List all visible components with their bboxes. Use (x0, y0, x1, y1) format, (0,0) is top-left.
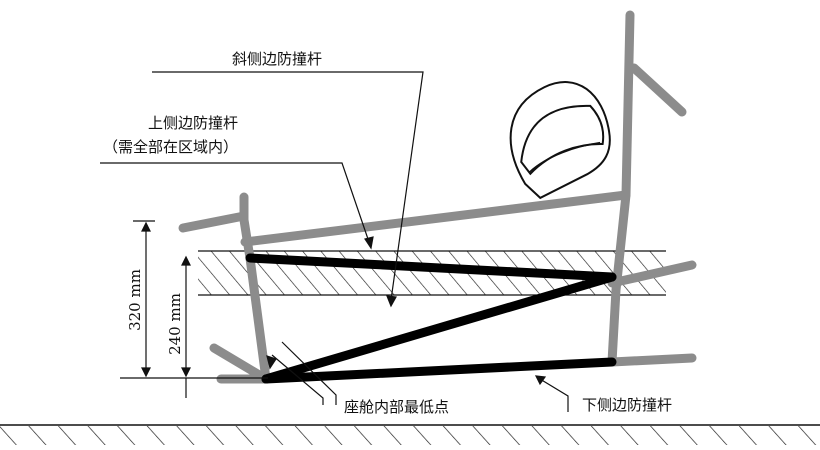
leader-lines (100, 71, 569, 412)
rear-upper-stub (607, 260, 697, 288)
dim-320-arrow-bottom (141, 367, 151, 378)
lower-bar-label: 下侧边防撞杆 (582, 396, 672, 414)
dim-240-arrow-bottom (181, 367, 191, 378)
main-hoop-tube (607, 10, 635, 367)
impact-bars (245, 253, 617, 384)
helmet-icon (509, 81, 611, 200)
upper-frame-rail (240, 190, 631, 247)
upper-bar-note: （需全部在区域内） (103, 138, 238, 156)
lower-side-impact-bar (261, 357, 617, 384)
front-upper-tube (178, 211, 249, 233)
hoop-brace-tube (629, 63, 687, 117)
rear-lower-stub (607, 353, 697, 367)
diagonal-bar-leader (152, 71, 424, 301)
dim-240-arrow-top (181, 255, 191, 266)
ground-hatch (0, 426, 820, 445)
dim-320-arrow-top (141, 221, 151, 232)
low-point-arrow (266, 355, 277, 370)
front-lower-stub (209, 343, 271, 384)
low-point-leader (281, 341, 337, 405)
dimension-lines (120, 220, 268, 398)
upper-bar-label: 上侧边防撞杆 (148, 114, 238, 132)
upper-bar-leader (100, 162, 370, 243)
lower-bar-leader (539, 378, 569, 412)
upper-bar-arrow (364, 236, 374, 250)
diagonal-bar-arrow (386, 295, 397, 308)
dim-320-label: 320 mm (126, 269, 144, 331)
cockpit-low-point-label: 座舱内部最低点 (344, 398, 449, 416)
diagonal-side-impact-bar (261, 272, 617, 384)
vehicle-frame (178, 10, 697, 384)
diagonal-bar-label: 斜侧边防撞杆 (232, 50, 322, 68)
low-point-leader-2 (271, 354, 324, 405)
ground (0, 424, 820, 445)
upper-side-impact-bar (245, 253, 617, 282)
dim-240-label: 240 mm (166, 293, 184, 355)
lower-bar-arrow (534, 375, 547, 386)
